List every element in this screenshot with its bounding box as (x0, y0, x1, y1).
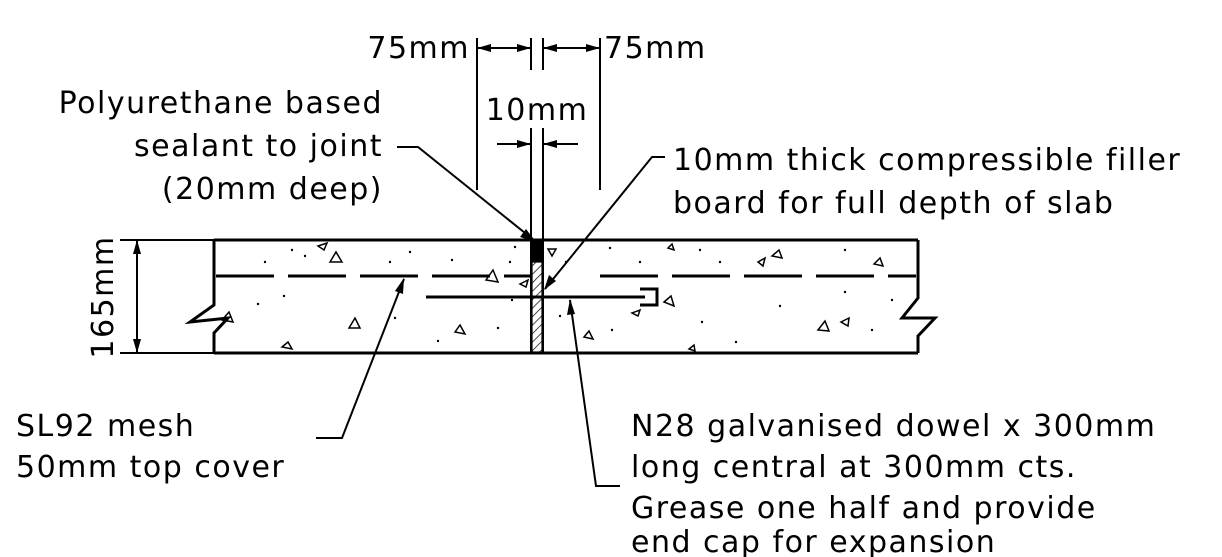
mesh-leader (316, 278, 405, 439)
aggregate-dots (256, 245, 894, 344)
dim-right-75: 75mm (604, 31, 707, 66)
mesh-label-line2: 50mm top cover (16, 450, 285, 485)
dim-joint-10: 10mm (486, 93, 589, 128)
dowel-callout: N28 galvanised dowel x 300mm long centra… (567, 299, 1156, 557)
filler-board (531, 261, 543, 353)
sealant-leader (397, 146, 536, 242)
dowel-label-line1: N28 galvanised dowel x 300mm (631, 409, 1156, 444)
dowel-leader (569, 299, 620, 487)
dim-left-75: 75mm (367, 31, 470, 66)
dowel-label-line4: end cap for expansion (631, 525, 996, 557)
dowel-bar (426, 287, 659, 307)
mesh-label-line1: SL92 mesh (16, 409, 195, 444)
slab-right-break (898, 240, 939, 353)
mesh-callout: SL92 mesh 50mm top cover (16, 278, 405, 485)
slab-left-break (184, 240, 232, 353)
dowel-end-cap (640, 287, 659, 307)
filler-label-line1: 10mm thick compressible filler (673, 143, 1181, 178)
dowel-label-line3: Grease one half and provide (631, 491, 1097, 526)
sealant-label-line3: (20mm deep) (162, 172, 383, 207)
sealant-block (532, 241, 542, 262)
dowel-label-line2: long central at 300mm cts. (631, 450, 1077, 485)
dimension-top: 75mm 75mm (367, 31, 707, 190)
filler-leader (544, 156, 665, 290)
sealant-callout: Polyurethane based sealant to joint (20m… (59, 86, 536, 242)
dimension-depth: 165mm (86, 235, 214, 359)
filler-callout: 10mm thick compressible filler board for… (544, 143, 1181, 290)
sealant-label-line2: sealant to joint (134, 129, 383, 164)
dimension-joint: 10mm (486, 93, 589, 240)
sealant-label-line1: Polyurethane based (59, 86, 383, 121)
dim-depth-165: 165mm (86, 235, 121, 358)
filler-label-line2: board for full depth of slab (673, 186, 1114, 221)
aggregate-pattern (220, 241, 885, 353)
